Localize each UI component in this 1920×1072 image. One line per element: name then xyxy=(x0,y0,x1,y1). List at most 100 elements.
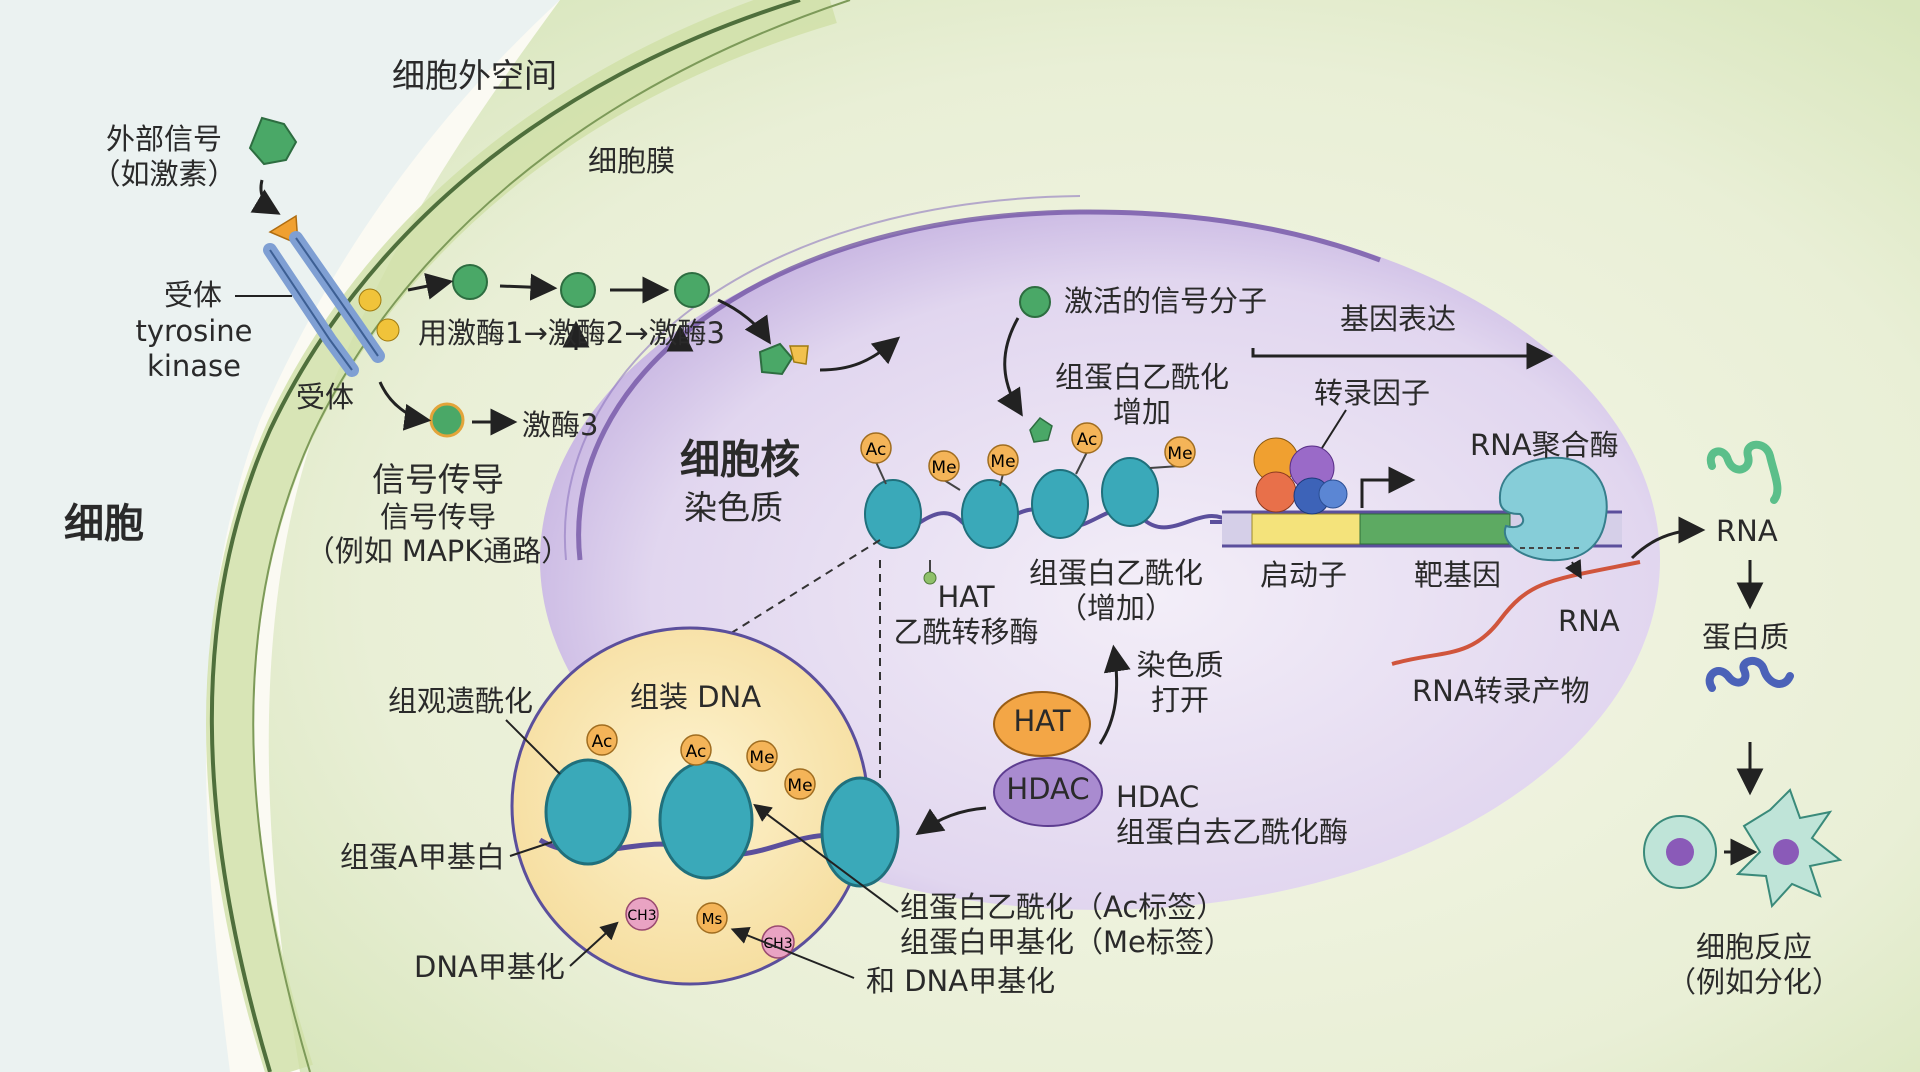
protein-label: 蛋白质 xyxy=(1702,620,1790,654)
tyrosine-line: tyrosine xyxy=(135,314,253,348)
signal-molecule-icon xyxy=(789,345,809,365)
nucleosome-icon xyxy=(864,457,1159,549)
hdac-line1: HDAC xyxy=(1116,780,1200,814)
gene-expression-label: 基因表达 xyxy=(1340,302,1457,336)
cell-icon xyxy=(1643,788,1843,909)
acetylation-increase-mid-label: 组蛋白乙酰化 （增加） xyxy=(1029,556,1203,626)
nucleus-label: 细胞核 xyxy=(680,437,800,483)
acetylation-top-line1: 组蛋白乙酰化 xyxy=(1054,360,1230,394)
membrane-label: 细胞膜 xyxy=(588,144,676,178)
zoom-leaders xyxy=(505,719,899,979)
nucleosome-icon xyxy=(544,758,900,888)
acetylation-mid-line2: （增加） xyxy=(1057,590,1175,625)
cell-membrane-inner xyxy=(252,0,851,1072)
marks-line2: 组蛋白甲基化（Me标签） xyxy=(900,924,1233,959)
me-tag-text: Me xyxy=(749,748,774,768)
target-gene-label: 靶基因 xyxy=(1414,558,1502,592)
me-tag-text: Me xyxy=(1167,444,1192,464)
acetylation-top-line2: 增加 xyxy=(1112,394,1172,429)
kinase-chain-label: 用激酶1→激酶2→激酶3 xyxy=(418,316,725,350)
rna-polymerase-icon xyxy=(1498,456,1608,562)
rna-right-label: RNA xyxy=(1716,514,1778,548)
transcription-factor-icon xyxy=(1253,437,1348,515)
kinase-icon xyxy=(429,264,710,438)
target-gene-region xyxy=(1359,513,1511,545)
marks-line1: 组蛋白乙酰化（Ac标签） xyxy=(900,890,1226,924)
promoter-label: 启动子 xyxy=(1260,558,1348,592)
nuclear-envelope xyxy=(576,209,1381,561)
rna-product-label: RNA xyxy=(1558,604,1620,638)
arrow-icon xyxy=(1630,516,1706,560)
cell-membrane xyxy=(209,0,801,1072)
cell-label: 细胞 xyxy=(64,501,144,547)
ac-tag-text: Ac xyxy=(866,440,887,460)
dna-methylation-label: DNA甲基化 xyxy=(414,950,565,984)
receptor-label: 受体 xyxy=(164,278,223,312)
kinase3-label: 激酶3 xyxy=(522,408,599,442)
cell-response-label: 细胞反应 （例如分化） xyxy=(1667,930,1841,1000)
cell-response-line2: （例如分化） xyxy=(1666,964,1842,999)
me-tag-text: Me xyxy=(931,458,956,478)
ac-tag-text: Ac xyxy=(1077,430,1098,450)
signal-molecule-icon xyxy=(1019,286,1051,318)
histone-tags-top: Ac Me Me Ac Me xyxy=(860,422,1196,491)
hat-enzyme-line1: HAT xyxy=(937,580,995,614)
acetylation-increase-top-label: 组蛋白乙酰化 增加 xyxy=(1055,360,1229,430)
zoom-tags: Ac Ac Me Me CH3 Ms CH3 xyxy=(586,724,816,959)
rna-strand-icon xyxy=(1706,440,1782,504)
ch3-tag-text: CH3 xyxy=(627,908,656,924)
hat-badge-label: HAT xyxy=(1013,704,1071,738)
marks-label: 组蛋白乙酰化（Ac标签） 组蛋白甲基化（Me标签） xyxy=(900,890,1233,960)
hdac-label: HDAC 组蛋白去乙酰化酶 xyxy=(1116,780,1348,850)
arrow-icon xyxy=(819,336,901,372)
receptor-bottom-label: 受体 xyxy=(296,380,355,414)
receptor-icon xyxy=(263,214,400,377)
membrane-band xyxy=(206,0,837,1072)
rna-leader xyxy=(1565,559,1582,580)
me-tag-text: Me xyxy=(787,776,812,796)
signal-transduction-line2: 信号传导 xyxy=(379,499,496,534)
ms-tag-text: Ms xyxy=(702,910,723,928)
ac-tag-text: Ac xyxy=(686,742,707,762)
assemble-dna-label: 组装 DNA xyxy=(630,680,762,714)
signal-transduction-line3: （例如 MAPK通路） xyxy=(305,534,571,569)
gene-expression-arrow xyxy=(1251,342,1554,370)
rna-polymerase-label: RNA聚合酶 xyxy=(1470,428,1619,462)
nuclear-envelope-outer xyxy=(563,195,1081,561)
protein-icon xyxy=(1705,657,1794,692)
hdac-badge-label: HDAC xyxy=(1006,772,1090,806)
cell-response-line1: 细胞反应 xyxy=(1695,930,1813,964)
signal-molecule-icon xyxy=(1029,417,1053,443)
arrow-icon xyxy=(997,317,1023,417)
acetylation-mid-line1: 组蛋白乙酰化 xyxy=(1028,556,1204,590)
extracellular-label: 细胞外空间 xyxy=(392,56,557,95)
zoom-line xyxy=(639,539,881,691)
chromatin-open-line1: 染色质 xyxy=(1136,648,1224,682)
hdac-arrow xyxy=(915,806,987,836)
hat-enzyme-line2: 乙酰转移酶 xyxy=(893,614,1039,649)
ch3-tag-text: CH3 xyxy=(763,936,792,952)
kinase-line: kinase xyxy=(147,348,241,383)
external-signal-label: 外部信号 （如激素） xyxy=(91,122,236,192)
signal-molecule-icon xyxy=(248,116,298,166)
external-signal-line2: （如激素） xyxy=(91,156,237,191)
marks-line3: 和 DNA甲基化 xyxy=(866,964,1056,998)
signal-molecule-icon xyxy=(758,342,794,376)
me-tag-text: Me xyxy=(990,452,1015,472)
extracellular-space xyxy=(0,0,560,1072)
promoter-region xyxy=(1251,513,1361,545)
ac-tag-text: Ac xyxy=(592,732,613,752)
cascade-arrows xyxy=(378,272,771,436)
hat-enzyme-label: HAT 乙酰转移酶 xyxy=(893,580,1038,650)
signal-transduction-label: 信号传导 信号传导 （例如 MAPK通路） xyxy=(306,460,571,569)
transcription-start-arrow xyxy=(1360,466,1416,508)
signal-transduction-line1: 信号传导 xyxy=(372,460,504,499)
hdac-badge xyxy=(993,757,1103,827)
chromatin-open-label: 染色质 打开 xyxy=(1136,648,1223,718)
rna-transcript-label: RNA转录产物 xyxy=(1412,674,1590,708)
tf-leader xyxy=(1321,409,1347,449)
external-signal-line1: 外部信号 xyxy=(105,122,223,156)
tyrosine-kinase-label: tyrosine kinase xyxy=(136,314,253,384)
